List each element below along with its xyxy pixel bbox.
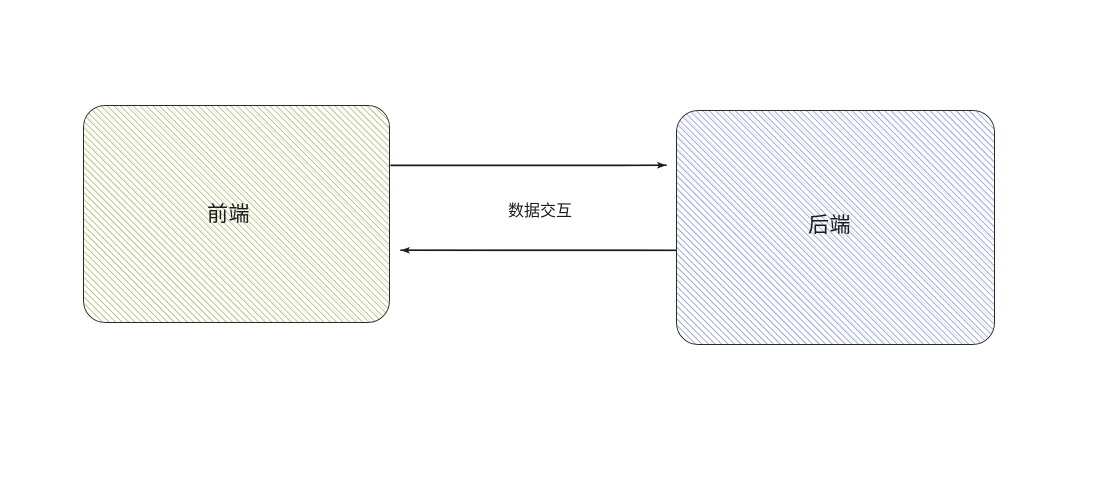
node-backend-label: 后端 [808, 213, 851, 237]
node-frontend-label: 前端 [207, 201, 250, 226]
edge-label-data-exchange: 数据交互 [507, 201, 572, 220]
node-frontend[interactable]: 前端 [83, 105, 390, 323]
node-backend[interactable]: 后端 [676, 110, 995, 345]
